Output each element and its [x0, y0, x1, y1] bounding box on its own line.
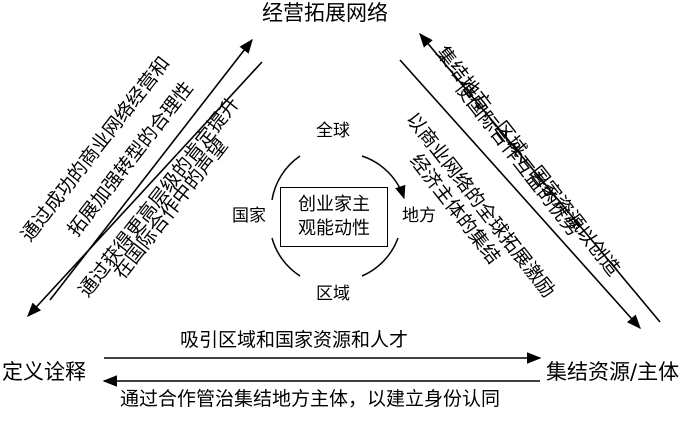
core-concept-box: 创业家主 观能动性 — [280, 187, 388, 247]
cycle-arc-bottom-left — [271, 237, 301, 277]
cycle-arc-top-right — [361, 155, 406, 200]
cycle-label-local: 地方 — [402, 206, 436, 226]
edge-label-bottom-upper: 吸引区域和国家资源和人才 — [180, 329, 409, 351]
core-line-2: 观能动性 — [298, 218, 370, 239]
cycle-label-global: 全球 — [316, 121, 350, 141]
core-line-1: 创业家主 — [298, 193, 370, 215]
arrow-top-to-right — [399, 59, 641, 330]
arrow-right-to-top — [419, 32, 661, 323]
cycle-label-national: 国家 — [232, 206, 266, 226]
node-definition-interpretation: 定义诠释 — [2, 360, 86, 384]
edge-label-bottom-lower: 通过合作管治集结地方主体，以建立身份认同 — [120, 388, 501, 410]
cycle-arc-right-bottom — [361, 237, 399, 277]
arrow-top-to-left — [27, 61, 263, 318]
cycle-label-regional: 区域 — [316, 284, 350, 304]
node-resource-gathering: 集结资源/主体 — [546, 360, 680, 384]
node-network-expansion: 经营拓展网络 — [262, 1, 388, 25]
cycle-arc-left-top — [271, 155, 301, 201]
